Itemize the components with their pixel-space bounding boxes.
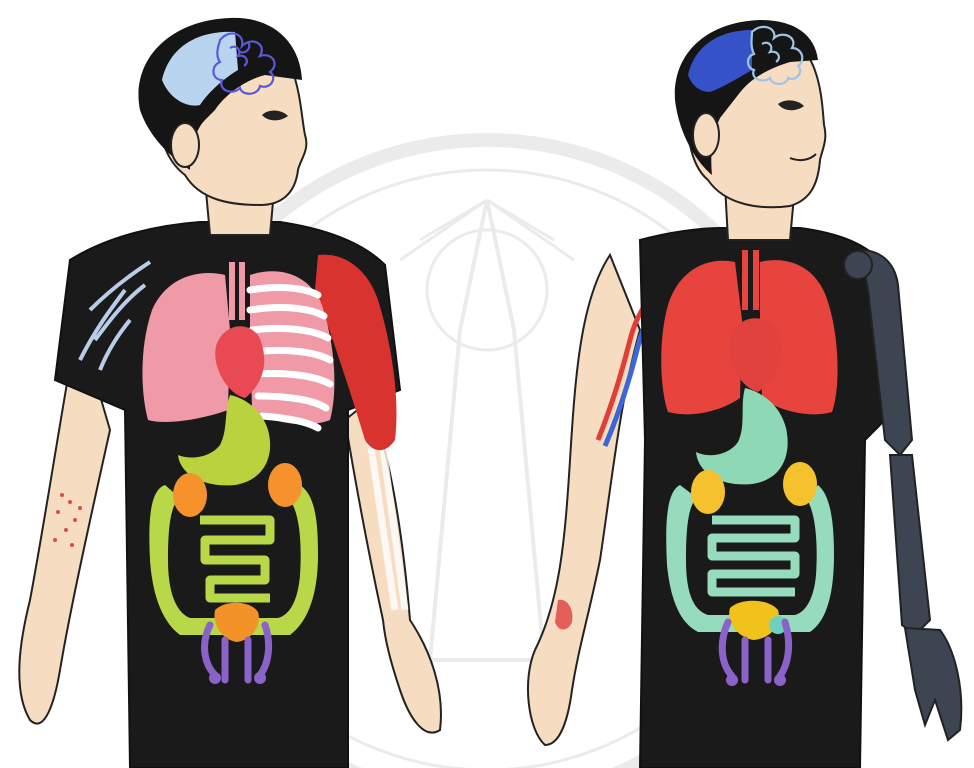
- left-figure-arm-right: [345, 400, 441, 733]
- right-figure-testis-right: [774, 674, 786, 686]
- right-figure-ear: [693, 113, 719, 157]
- left-figure-ear: [171, 123, 199, 167]
- right-figure-testis-left: [726, 674, 738, 686]
- left-figure: [19, 18, 441, 768]
- right-figure: [528, 20, 961, 768]
- left-figure-testis-left: [209, 672, 221, 684]
- right-figure-kidney-left: [691, 470, 725, 514]
- right-figure-arm-skin: [528, 255, 640, 745]
- left-figure-kidney-right: [268, 463, 302, 507]
- left-figure-testis-right: [254, 672, 266, 684]
- left-figure-kidney-left: [173, 473, 207, 517]
- right-figure-kidney-right: [783, 462, 817, 506]
